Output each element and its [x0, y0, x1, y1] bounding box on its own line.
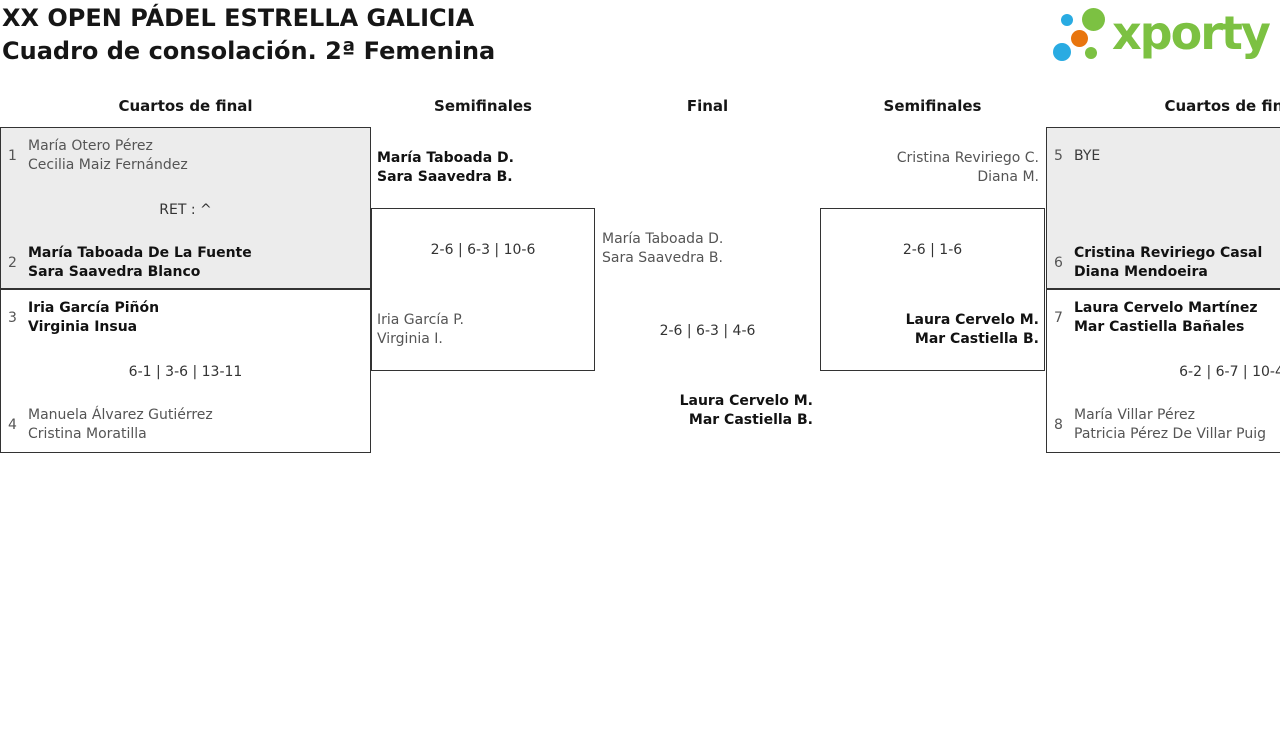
player-name: Diana M.: [977, 169, 1039, 185]
player-name: María Taboada D.: [602, 231, 724, 247]
team-name: María Villar Pérez Patricia Pérez De Vil…: [1074, 406, 1266, 444]
team-name: María Taboada D. Sara Saavedra B.: [377, 149, 514, 187]
match-score: [1047, 200, 1280, 220]
team-name: Manuela Álvarez Gutiérrez Cristina Morat…: [28, 406, 213, 444]
match-score: 2-6 | 1-6: [902, 242, 963, 258]
round-header-final: Final: [686, 97, 729, 115]
match-score: 6-1 | 3-6 | 13-11: [128, 364, 243, 380]
match-box-sf2: [820, 208, 1045, 371]
player-name: Mar Castiella B.: [688, 412, 813, 428]
round-header-qf-right: Cuartos de final: [1164, 97, 1280, 115]
player-name: Sara Saavedra Blanco: [28, 264, 201, 280]
match-box-qf3: 5 BYE 6 Cristina Reviriego Casal Diana M…: [1046, 127, 1280, 289]
player-name: María Otero Pérez: [28, 138, 153, 154]
page-title: XX OPEN PÁDEL ESTRELLA GALICIA Cuadro de…: [2, 2, 495, 68]
team-name: Laura Cervelo M. Mar Castiella B.: [820, 311, 1039, 349]
round-header-sf-left: Semifinales: [434, 97, 532, 115]
team-name: Laura Cervelo Martínez Mar Castiella Bañ…: [1074, 299, 1258, 337]
seed-number: 8: [1054, 417, 1063, 433]
player-name: Iria García Piñón: [28, 300, 160, 316]
team-row: 6 Cristina Reviriego Casal Diana Mendoei…: [1047, 244, 1280, 282]
player-name: BYE: [1074, 147, 1101, 164]
match-box-qf1: 1 María Otero Pérez Cecilia Maiz Fernánd…: [0, 127, 371, 289]
seed-number: 4: [8, 417, 17, 433]
tournament-name: XX OPEN PÁDEL ESTRELLA GALICIA: [2, 4, 475, 32]
player-name: Virginia I.: [377, 331, 443, 347]
seed-number: 2: [8, 255, 17, 271]
team-name: Cristina Reviriego Casal Diana Mendoeira: [1074, 244, 1262, 282]
seed-number: 1: [8, 148, 17, 164]
player-name: Iria García P.: [377, 312, 465, 328]
logo-dot-icon: [1053, 43, 1071, 61]
player-name: Laura Cervelo M.: [679, 393, 813, 409]
round-header-qf-left: Cuartos de final: [118, 97, 253, 115]
team-name: María Taboada De La Fuente Sara Saavedra…: [28, 244, 252, 282]
seed-number: 7: [1054, 310, 1063, 326]
team-row: 3 Iria García Piñón Virginia Insua: [1, 299, 370, 337]
team-name: Cristina Reviriego C. Diana M.: [820, 149, 1039, 187]
round-header-sf-right: Semifinales: [883, 97, 982, 115]
team-name: BYE: [1074, 147, 1100, 166]
team-row: 2 María Taboada De La Fuente Sara Saaved…: [1, 244, 370, 282]
player-name: Cristina Moratilla: [28, 426, 147, 442]
player-name: Patricia Pérez De Villar Puig: [1074, 426, 1266, 442]
logo-dot-icon: [1085, 47, 1097, 59]
team-row: 1 María Otero Pérez Cecilia Maiz Fernánd…: [1, 137, 370, 175]
match-score: 6-2 | 6-7 | 10-4: [1179, 364, 1280, 380]
seed-number: 6: [1054, 255, 1063, 271]
player-name: María Villar Pérez: [1074, 407, 1196, 423]
team-name: Iria García P. Virginia I.: [377, 311, 464, 349]
player-name: Cristina Reviriego Casal: [1074, 245, 1263, 261]
player-name: Mar Castiella B.: [914, 331, 1039, 347]
player-name: Laura Cervelo M.: [905, 312, 1039, 328]
match-box-sf1: [371, 208, 595, 371]
match-box-qf2: 3 Iria García Piñón Virginia Insua 6-1 |…: [0, 289, 371, 453]
player-name: Laura Cervelo Martínez: [1074, 300, 1258, 316]
player-name: Cristina Reviriego C.: [896, 150, 1039, 166]
team-name: María Otero Pérez Cecilia Maiz Fernández: [28, 137, 188, 175]
logo-dot-icon: [1071, 30, 1088, 47]
logo-dot-icon: [1061, 14, 1073, 26]
player-name: Diana Mendoeira: [1074, 264, 1208, 280]
seed-number: 3: [8, 310, 17, 326]
match-box-qf4: 7 Laura Cervelo Martínez Mar Castiella B…: [1046, 289, 1280, 453]
team-row: 8 María Villar Pérez Patricia Pérez De V…: [1047, 406, 1280, 444]
match-score: 2-6 | 6-3 | 10-6: [430, 242, 536, 258]
player-name: Sara Saavedra B.: [602, 250, 723, 266]
team-name: Laura Cervelo M. Mar Castiella B.: [595, 392, 813, 430]
logo-wordmark: xporty: [1112, 6, 1271, 60]
team-name: María Taboada D. Sara Saavedra B.: [602, 230, 723, 268]
player-name: María Taboada D.: [377, 150, 514, 166]
match-score: 2-6 | 6-3 | 4-6: [659, 323, 756, 339]
player-name: María Taboada De La Fuente: [28, 245, 252, 261]
player-name: Manuela Álvarez Gutiérrez: [28, 407, 213, 423]
player-name: Mar Castiella Bañales: [1074, 319, 1245, 335]
logo-dot-icon: [1082, 8, 1105, 31]
player-name: Virginia Insua: [28, 319, 138, 335]
team-row: 4 Manuela Álvarez Gutiérrez Cristina Mor…: [1, 406, 370, 444]
team-row: 5 BYE: [1047, 137, 1280, 175]
xporty-logo[interactable]: xporty: [1048, 4, 1278, 70]
team-row: 7 Laura Cervelo Martínez Mar Castiella B…: [1047, 299, 1280, 337]
seed-number: 5: [1054, 148, 1063, 164]
bracket-subtitle: Cuadro de consolación. 2ª Femenina: [2, 37, 496, 65]
player-name: Cecilia Maiz Fernández: [28, 157, 188, 173]
match-score: RET : ^: [159, 202, 212, 218]
player-name: Sara Saavedra B.: [377, 169, 513, 185]
team-name: Iria García Piñón Virginia Insua: [28, 299, 159, 337]
